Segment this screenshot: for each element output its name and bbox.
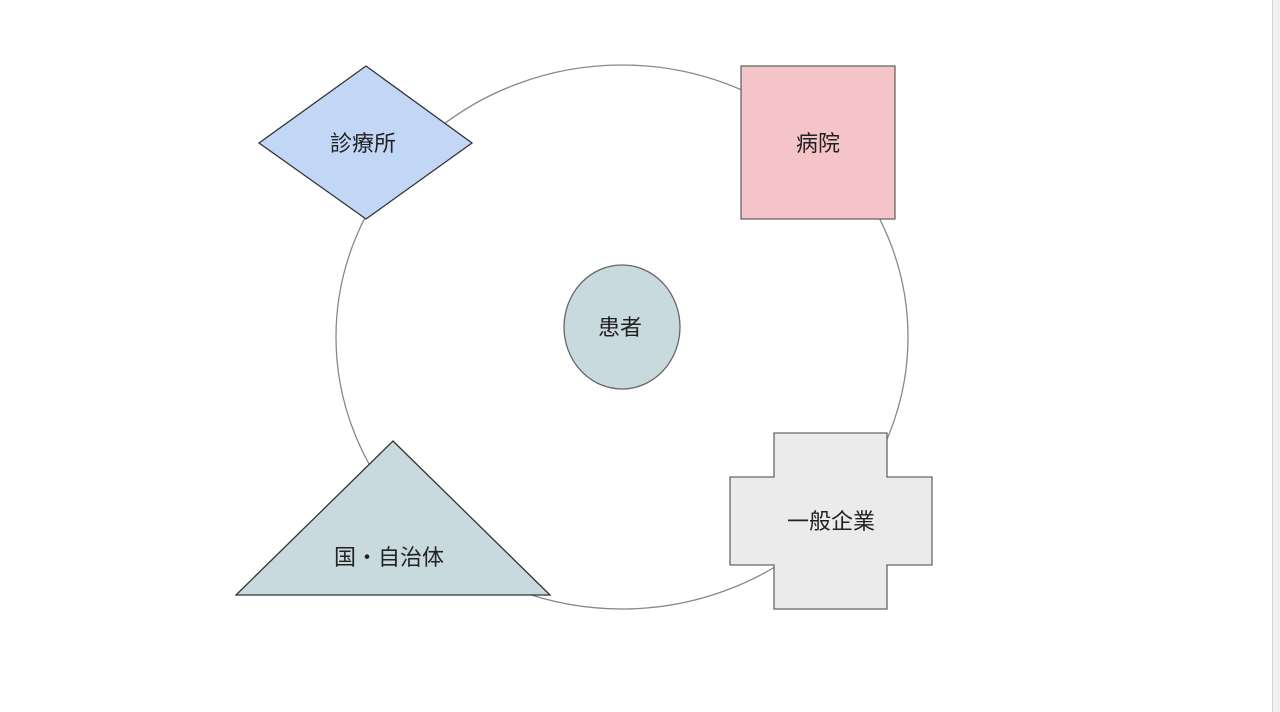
clinic-shape [257, 65, 474, 220]
node-patient[interactable]: 患者 [563, 264, 681, 390]
clinic-label: 診療所 [330, 132, 396, 157]
hospital-shape [740, 65, 896, 220]
ring-circle [335, 64, 909, 610]
government-shape [234, 440, 552, 596]
hospital-label: 病院 [796, 132, 840, 157]
node-clinic[interactable]: 診療所 [257, 65, 474, 220]
patient-shape [563, 264, 681, 390]
patient-label: 患者 [598, 316, 642, 341]
company-shape [729, 432, 933, 610]
government-label: 国・自治体 [334, 546, 444, 571]
company-label: 一般企業 [787, 510, 875, 535]
node-company[interactable]: 一般企業 [729, 432, 933, 610]
node-government[interactable]: 国・自治体 [234, 440, 552, 596]
scrollbar-edge [1272, 0, 1280, 712]
node-hospital[interactable]: 病院 [740, 65, 896, 220]
